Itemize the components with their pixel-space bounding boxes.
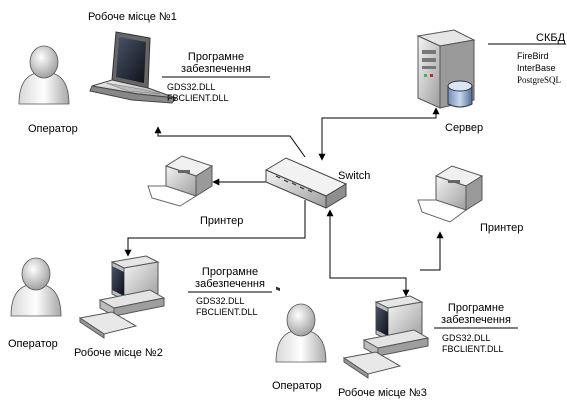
workstation-3-software-line1: Програмне [447,302,505,314]
database-icon [447,80,473,108]
switch-icon [264,157,348,292]
workstation-3-software-line2: забезпечення [441,314,511,326]
workstation-1-software-line2: забезпечення [181,63,251,75]
dbms-postgresql: PostgreSQL [517,75,562,85]
network-links [124,107,444,297]
link-switch-workstation3 [326,209,410,297]
printer-2-icon [417,165,484,223]
workstation-1-library-1: GDS32.DLL [167,82,216,92]
workstation-2-title: Робоче місце №2 [74,347,163,359]
workstation-3-library-2: FBCLIENT.DLL [442,344,504,354]
workstation-2-library-1: GDS32.DLL [196,296,245,306]
link-switch-workstation2 [124,200,306,257]
label-rules [162,43,566,329]
server-label: Сервер [445,122,484,134]
desktop-2-icon [78,255,166,339]
dbms-firebird: FireBird [517,51,549,61]
workstation-1-title: Робоче місце №1 [88,11,177,23]
link-workstation1-switch [154,126,306,158]
workstation-1-library-2: FBCLIENT.DLL [167,93,229,103]
link-switch-server [318,107,440,161]
printer-1-icon [147,155,214,207]
workstation-3-title: Робоче місце №3 [338,387,427,399]
workstation-2-library-2: FBCLIENT.DLL [196,307,258,317]
operator-3-icon [275,303,327,363]
workstation-2-operator: Оператор [8,338,58,350]
printer-1-label: Принтер [200,215,244,227]
dbms-interbase: InterBase [517,63,556,73]
workstation-3-library-1: GDS32.DLL [442,333,491,343]
desktop-3-icon [342,295,430,379]
dbms-title: СКБД [536,32,566,44]
workstation-1-software-line1: Програмне [187,51,245,63]
workstation-2-software-line1: Програмне [201,266,259,278]
operator-1-icon [18,45,70,105]
operator-2-icon [10,257,62,317]
workstation-2-software-line2: забезпечення [195,278,265,290]
printer-2-label: Принтер [480,222,524,234]
laptop-icon [89,31,177,104]
link-printer2-workstation3 [420,231,444,271]
switch-label: Switch [338,170,371,182]
workstation-3-operator: Оператор [272,380,322,392]
workstation-1-operator: Оператор [28,123,78,135]
